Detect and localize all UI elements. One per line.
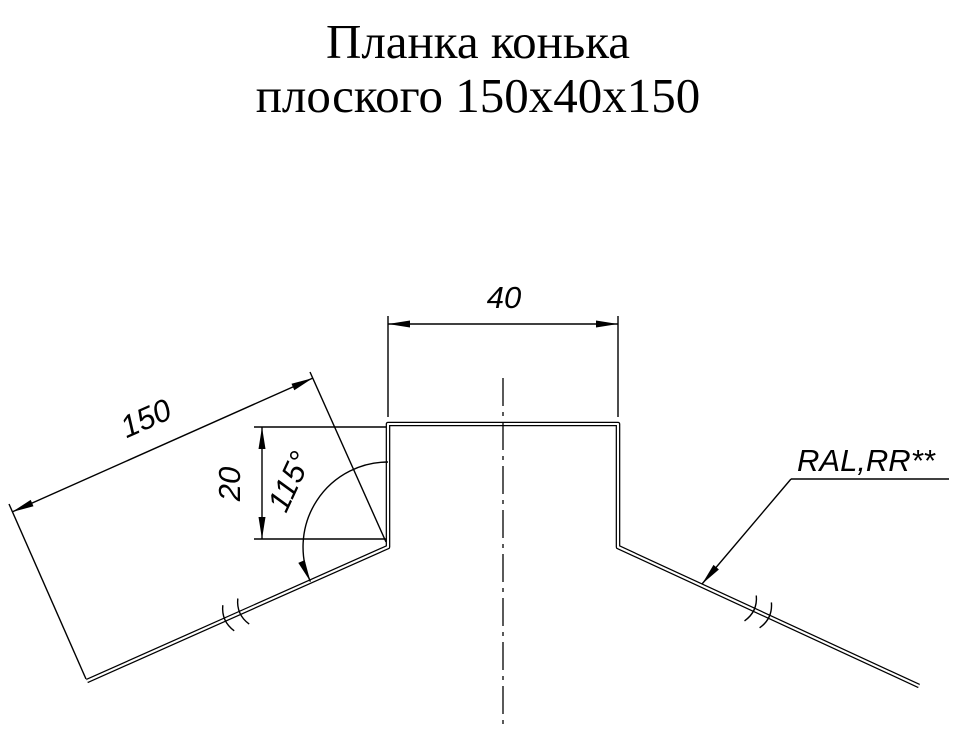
break-marks (221, 595, 773, 632)
dimension-label-150: 150 (115, 392, 176, 445)
arrowhead-right (291, 378, 313, 391)
dimension-top-width: 40 (387, 280, 619, 417)
break-mark-left-1 (236, 598, 250, 625)
break-mark-right-2 (759, 602, 773, 629)
dimension-label-40: 40 (487, 280, 521, 315)
angle-arc (302, 461, 389, 582)
dimension-bend-angle: 115° (261, 446, 389, 582)
dimension-flange-height: 20 (212, 426, 386, 540)
break-mark-left-2 (221, 605, 235, 632)
break-mark-right-1 (744, 595, 758, 622)
coating-leader-note: RAL,RR** (701, 443, 949, 585)
extension-line (8, 503, 87, 680)
arrowhead-top (258, 427, 266, 449)
extension-line (309, 371, 387, 543)
dimension-line (11, 377, 314, 513)
dimension-label-20: 20 (212, 467, 247, 502)
dimension-label-115: 115° (261, 446, 319, 517)
arrowhead-bottom (258, 517, 266, 539)
drawing-title-line1: Планка конька (326, 14, 630, 69)
drawing-title-line2: плоского 150х40х150 (256, 68, 701, 123)
leader-line (701, 478, 792, 585)
arrowhead-right (596, 320, 618, 328)
arrowhead-leader (702, 564, 719, 584)
arrowhead-left (388, 320, 410, 328)
arrowhead-left (12, 499, 34, 512)
arrowhead-angle (298, 560, 311, 582)
coating-label: RAL,RR** (797, 443, 936, 478)
